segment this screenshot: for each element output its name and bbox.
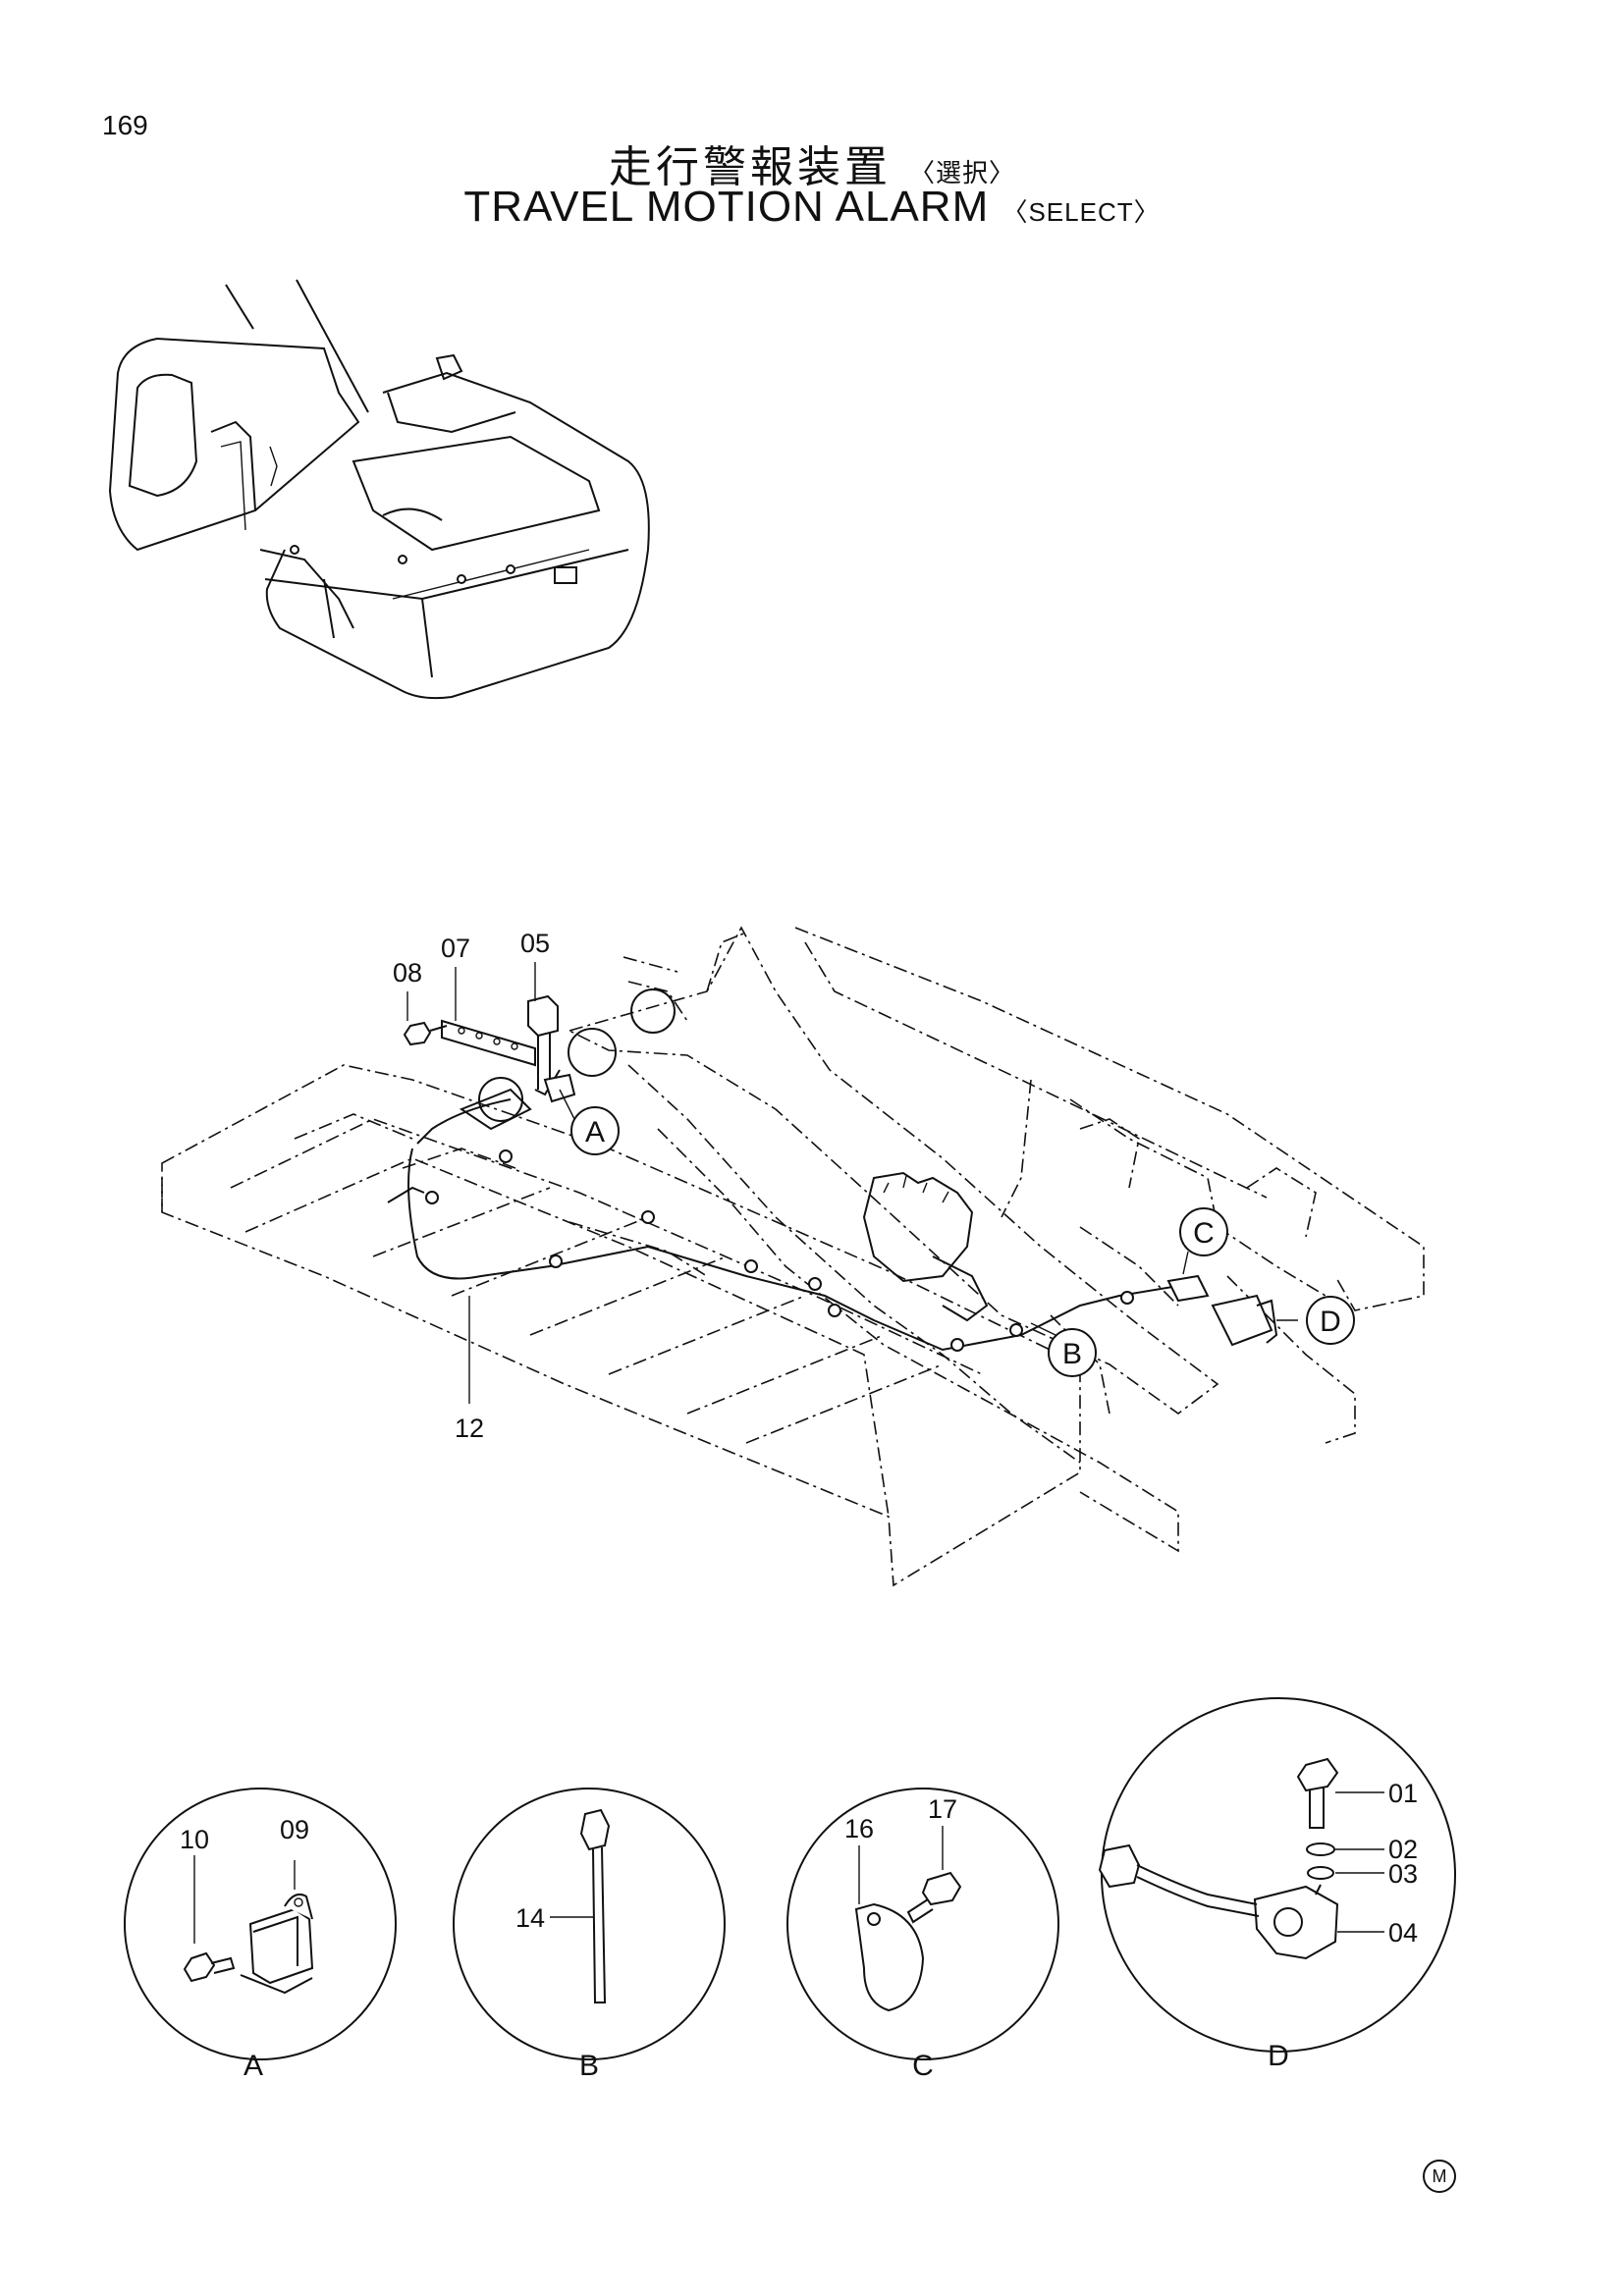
part-number-03: 03	[1388, 1859, 1418, 1889]
callout-a[interactable]: A	[570, 1106, 620, 1155]
part-number-05: 05	[520, 929, 550, 958]
part-number-07: 07	[441, 934, 470, 963]
callout-b-label: B	[1062, 1338, 1082, 1370]
detail-view-c	[786, 1788, 1059, 2060]
leader-lines	[406, 962, 1298, 1404]
callout-b[interactable]: B	[1048, 1328, 1097, 1377]
page-number: 169	[102, 110, 148, 140]
detail-view-b	[453, 1788, 726, 2060]
part-number-02: 02	[1388, 1835, 1418, 1864]
part-number-01: 01	[1388, 1779, 1418, 1808]
callout-d[interactable]: D	[1306, 1296, 1355, 1345]
footer-mark-m: M	[1423, 2160, 1456, 2193]
part-number-17: 17	[928, 1794, 957, 1824]
lower-frame-illustration	[161, 926, 1425, 1587]
title-jp-text: 走行警報装置	[608, 142, 892, 192]
title-en-text: TRAVEL MOTION ALARM	[463, 183, 990, 231]
detail-view-a	[124, 1788, 397, 2060]
part-number-09: 09	[280, 1815, 309, 1844]
part-number-10: 10	[180, 1825, 209, 1854]
part-number-12: 12	[455, 1414, 484, 1443]
part-number-16: 16	[844, 1814, 874, 1843]
page-title-english: TRAVEL MOTION ALARM 〈SELECT〉	[0, 183, 1624, 232]
detail-b-label: B	[579, 2050, 599, 2082]
detail-d-label: D	[1268, 2040, 1289, 2072]
page-title-japanese: 走行警報装置 〈選択〉	[0, 132, 1624, 194]
part-number-14: 14	[515, 1903, 545, 1933]
part-number-08: 08	[393, 958, 422, 988]
callout-a-label: A	[585, 1116, 605, 1148]
title-en-select: 〈SELECT〉	[1001, 197, 1161, 227]
detail-view-d	[1098, 1697, 1456, 2053]
title-jp-select: 〈選択〉	[908, 159, 1015, 188]
detail-a-label: A	[244, 2050, 263, 2082]
callout-c-label: C	[1193, 1217, 1215, 1250]
part-number-04: 04	[1388, 1918, 1418, 1948]
machine-overview-illustration	[108, 279, 650, 700]
callout-c[interactable]: C	[1179, 1207, 1228, 1256]
detail-c-label: C	[912, 2050, 934, 2082]
callout-d-label: D	[1320, 1306, 1341, 1338]
